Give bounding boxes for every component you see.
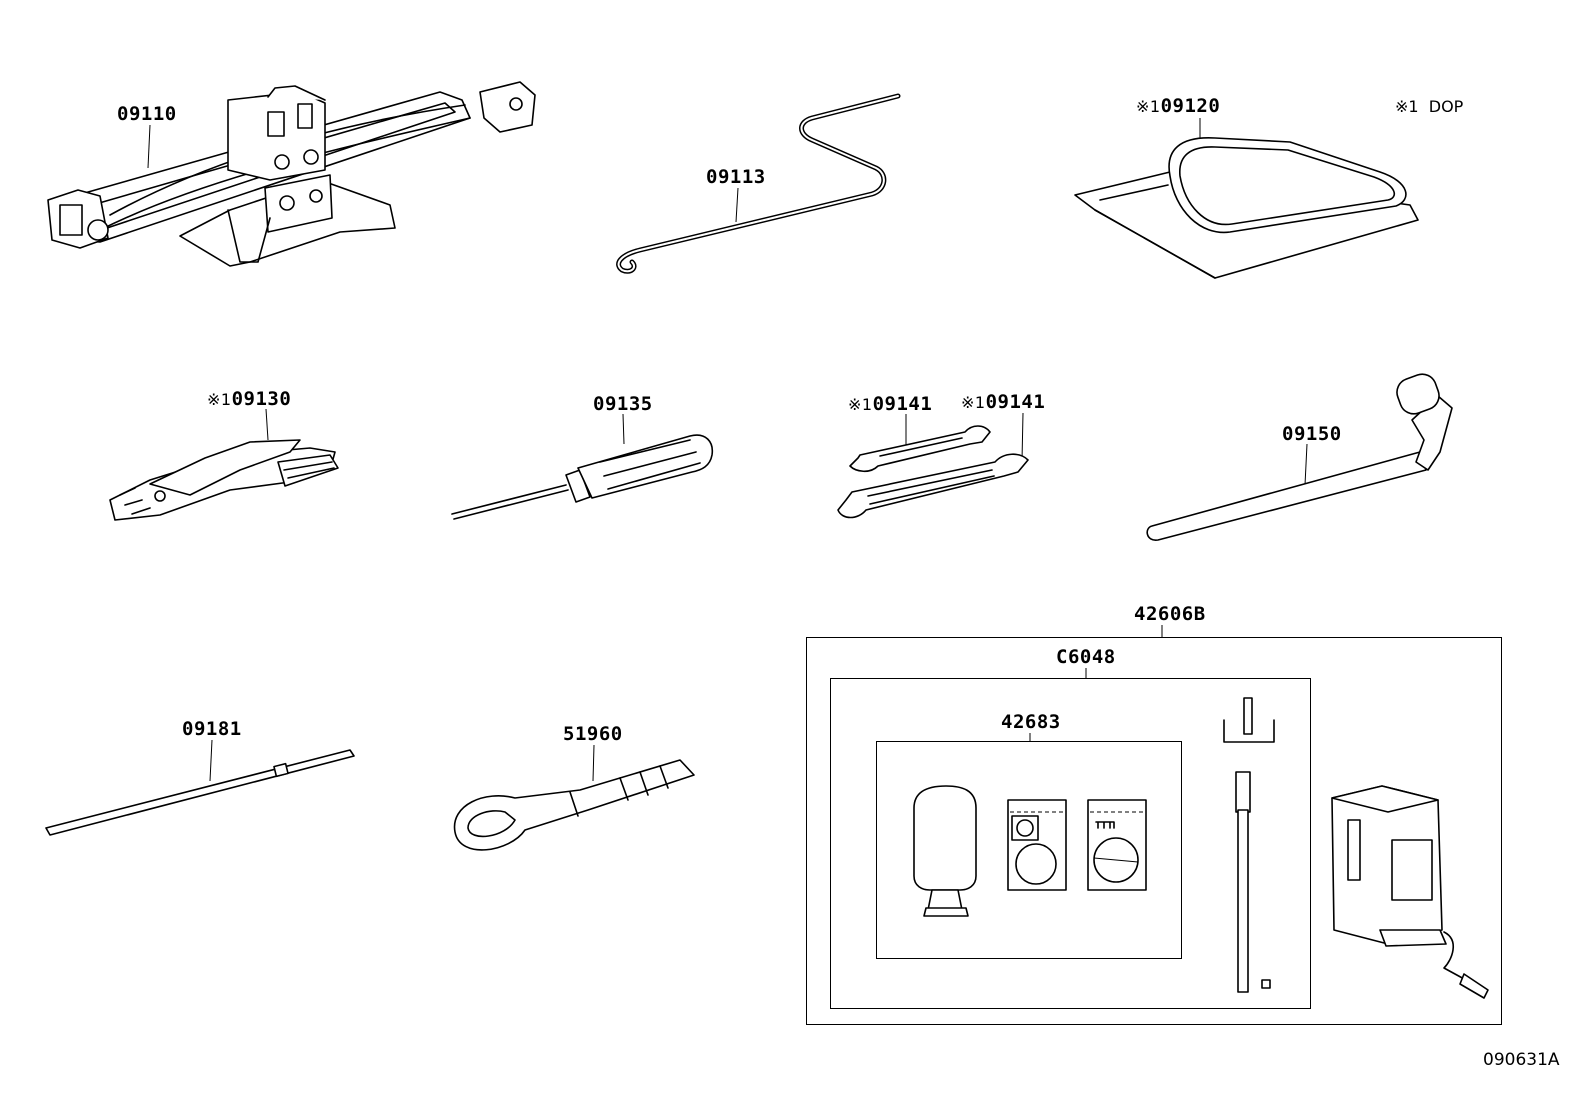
part-label-wrench-a: ※109141 bbox=[848, 393, 932, 415]
dop-marker: ※1 bbox=[1136, 97, 1161, 116]
part-label-pliers: ※109130 bbox=[207, 388, 291, 410]
repair-kit-outer-box bbox=[806, 637, 1502, 1025]
kit-set-box bbox=[830, 678, 1311, 1009]
sticker-sheet-icon bbox=[1007, 799, 1067, 891]
scissor-jack-icon bbox=[47, 81, 536, 267]
part-label-towing-eye: 51960 bbox=[563, 723, 623, 745]
part-number: 09141 bbox=[985, 391, 1046, 413]
part-label-kit-set: C6048 bbox=[1056, 646, 1116, 668]
part-label-jack-handle: 09113 bbox=[706, 166, 766, 188]
part-label-sealant-set: 42683 bbox=[1001, 711, 1061, 733]
towing-eye-icon bbox=[453, 759, 695, 851]
dop-marker: ※1 bbox=[961, 393, 986, 412]
legend-note: ※1 DOP bbox=[1395, 97, 1463, 116]
lug-wrench-icon bbox=[1146, 373, 1453, 541]
tool-bag-icon bbox=[1074, 137, 1419, 279]
part-number: 09120 bbox=[1160, 95, 1221, 117]
compressor-icon bbox=[1331, 785, 1489, 999]
sealant-set-box bbox=[876, 741, 1182, 959]
open-end-wrench-icon bbox=[849, 425, 991, 473]
part-label-jack: 09110 bbox=[117, 103, 177, 125]
pliers-icon bbox=[109, 439, 339, 521]
part-label-repair-kit: 42606B bbox=[1134, 603, 1206, 625]
dop-marker: ※1 bbox=[848, 395, 873, 414]
figure-code: 090631A bbox=[1483, 1050, 1560, 1070]
extension-bar-icon bbox=[45, 749, 355, 836]
screwdriver-icon bbox=[451, 434, 714, 520]
legend-text: DOP bbox=[1428, 97, 1464, 116]
dop-marker: ※1 bbox=[207, 390, 232, 409]
jack-handle-icon bbox=[616, 93, 901, 274]
legend-marker: ※1 bbox=[1395, 97, 1419, 116]
part-label-extension-bar: 09181 bbox=[182, 718, 242, 740]
part-number: 09141 bbox=[872, 393, 933, 415]
part-label-tool-bag: ※109120 bbox=[1136, 95, 1220, 117]
part-label-wrench-b: ※109141 bbox=[961, 391, 1045, 413]
valve-tool-icon bbox=[1223, 697, 1275, 993]
leader-lines bbox=[147, 118, 1308, 782]
open-end-wrench-icon-2 bbox=[837, 453, 1029, 519]
part-label-lug-wrench: 09150 bbox=[1282, 423, 1342, 445]
sticker-sheet-icon-2 bbox=[1087, 799, 1147, 891]
sealant-bottle-icon bbox=[913, 785, 977, 917]
part-label-screwdriver: 09135 bbox=[593, 393, 653, 415]
part-number: 09130 bbox=[231, 388, 292, 410]
